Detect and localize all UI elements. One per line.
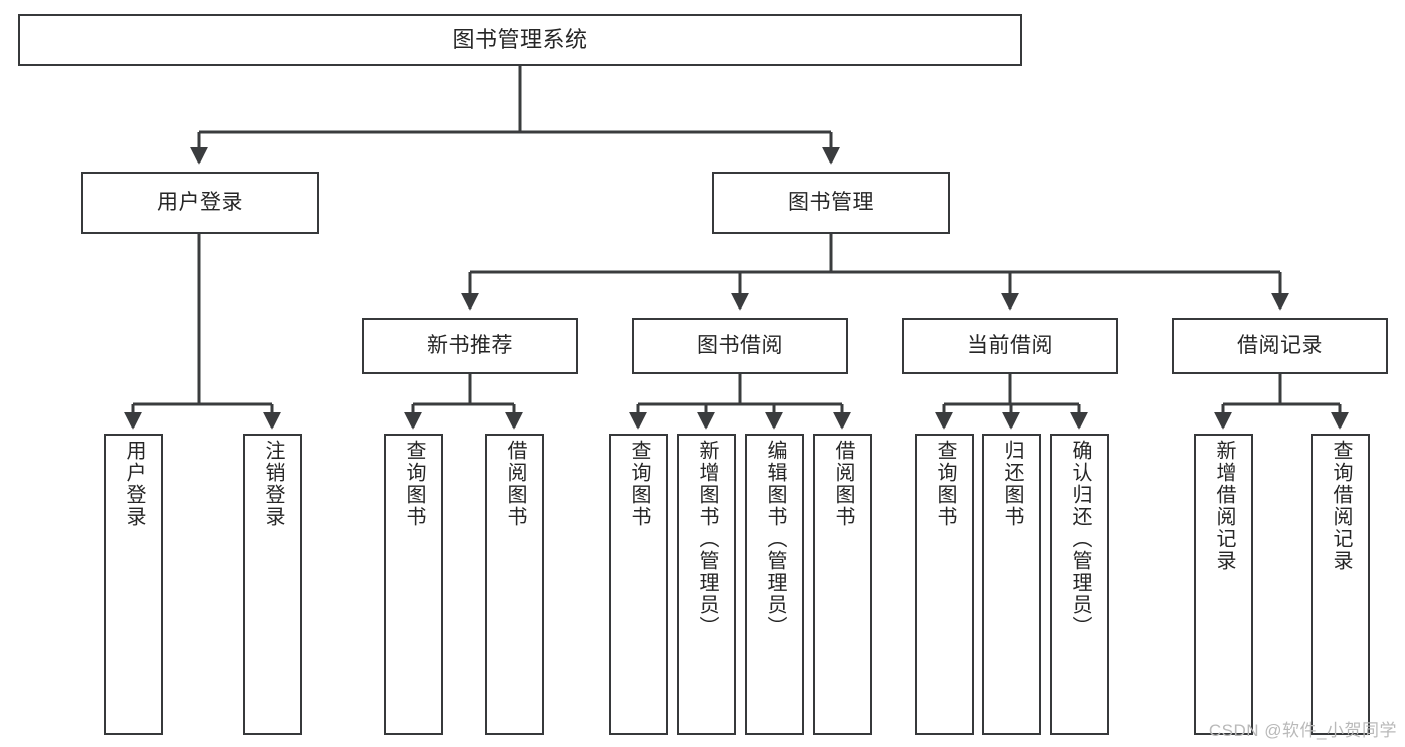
node-book-management[interactable]: 图书管理 — [712, 172, 950, 234]
node-label: 借阅图书 — [504, 440, 526, 528]
node-label: 新增图书（管理员） — [696, 440, 718, 638]
node-label: 借阅记录 — [1237, 334, 1323, 358]
node-label: 用户登录 — [157, 191, 243, 215]
node-label: 归还图书 — [1001, 440, 1023, 528]
node-label: 当前借阅 — [967, 334, 1053, 358]
node-label: 查询图书 — [403, 440, 425, 528]
node-label: 注销登录 — [262, 440, 284, 528]
leaf-borrow-query-book[interactable]: 查询图书 — [609, 434, 668, 735]
node-label: 用户登录 — [123, 440, 145, 528]
leaf-borrow-add-book-admin[interactable]: 新增图书（管理员） — [677, 434, 736, 735]
node-label: 新增借阅记录 — [1213, 440, 1235, 572]
leaf-recommend-borrow-book[interactable]: 借阅图书 — [485, 434, 544, 735]
node-label: 查询借阅记录 — [1330, 440, 1352, 572]
node-label: 查询图书 — [628, 440, 650, 528]
leaf-user-login-login[interactable]: 用户登录 — [104, 434, 163, 735]
node-new-book-recommend[interactable]: 新书推荐 — [362, 318, 578, 374]
node-label: 借阅图书 — [832, 440, 854, 528]
leaf-current-return-book[interactable]: 归还图书 — [982, 434, 1041, 735]
csdn-watermark: CSDN @软件_小贺同学 — [1208, 721, 1397, 740]
node-label: 新书推荐 — [427, 334, 513, 358]
leaf-current-confirm-return-admin[interactable]: 确认归还（管理员） — [1050, 434, 1109, 735]
node-book-borrow[interactable]: 图书借阅 — [632, 318, 848, 374]
node-label: 图书管理系统 — [452, 26, 588, 52]
node-label: 图书管理 — [788, 191, 874, 215]
node-root-system[interactable]: 图书管理系统 — [18, 14, 1022, 66]
node-borrow-record[interactable]: 借阅记录 — [1172, 318, 1388, 374]
node-label: 编辑图书（管理员） — [764, 440, 786, 638]
leaf-record-query-record[interactable]: 查询借阅记录 — [1311, 434, 1370, 735]
leaf-recommend-query-book[interactable]: 查询图书 — [384, 434, 443, 735]
node-label: 查询图书 — [934, 440, 956, 528]
node-current-borrow[interactable]: 当前借阅 — [902, 318, 1118, 374]
node-user-login[interactable]: 用户登录 — [81, 172, 319, 234]
leaf-user-login-logout[interactable]: 注销登录 — [243, 434, 302, 735]
node-label: 确认归还（管理员） — [1069, 440, 1091, 638]
node-label: 图书借阅 — [697, 334, 783, 358]
leaf-record-add-record[interactable]: 新增借阅记录 — [1194, 434, 1253, 735]
leaf-current-query-book[interactable]: 查询图书 — [915, 434, 974, 735]
leaf-borrow-edit-book-admin[interactable]: 编辑图书（管理员） — [745, 434, 804, 735]
leaf-borrow-borrow-book[interactable]: 借阅图书 — [813, 434, 872, 735]
